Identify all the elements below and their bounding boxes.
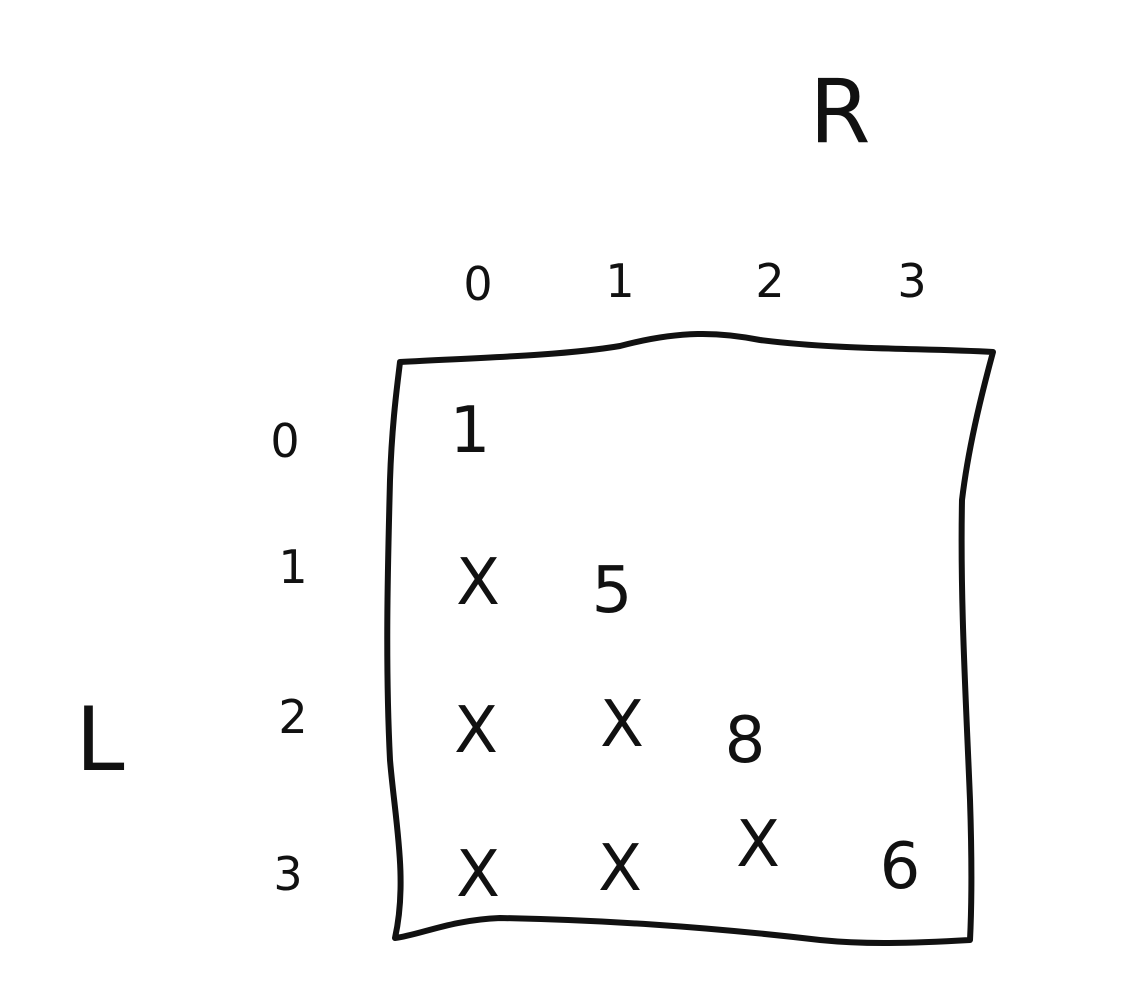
table-cell: X (736, 808, 780, 882)
column-axis-label: R (809, 60, 870, 163)
table-cell: 6 (880, 830, 921, 904)
column-index: 3 (897, 254, 926, 308)
column-indices: 0 1 2 3 (463, 254, 926, 311)
column-index: 1 (605, 254, 634, 308)
row-index: 0 (270, 414, 299, 468)
row-index: 2 (278, 690, 307, 744)
row-index: 3 (273, 847, 302, 901)
table-cell: 1 (450, 394, 491, 468)
table-cell: 8 (725, 704, 766, 778)
table-frame (384, 330, 996, 946)
table-cell: X (456, 546, 500, 620)
table-cell: X (598, 832, 642, 906)
table-cell: X (600, 688, 644, 762)
row-indices: 0 1 2 3 (270, 414, 307, 901)
row-index: 1 (278, 540, 307, 594)
row-axis-label: L (75, 688, 124, 791)
column-index: 0 (463, 257, 492, 311)
table-cell: X (454, 694, 498, 768)
table-cell: 5 (592, 554, 633, 628)
table-cell: X (456, 838, 500, 912)
table-cells: 1 X 5 X X 8 X X X 6 (450, 394, 921, 912)
column-index: 2 (755, 254, 784, 308)
